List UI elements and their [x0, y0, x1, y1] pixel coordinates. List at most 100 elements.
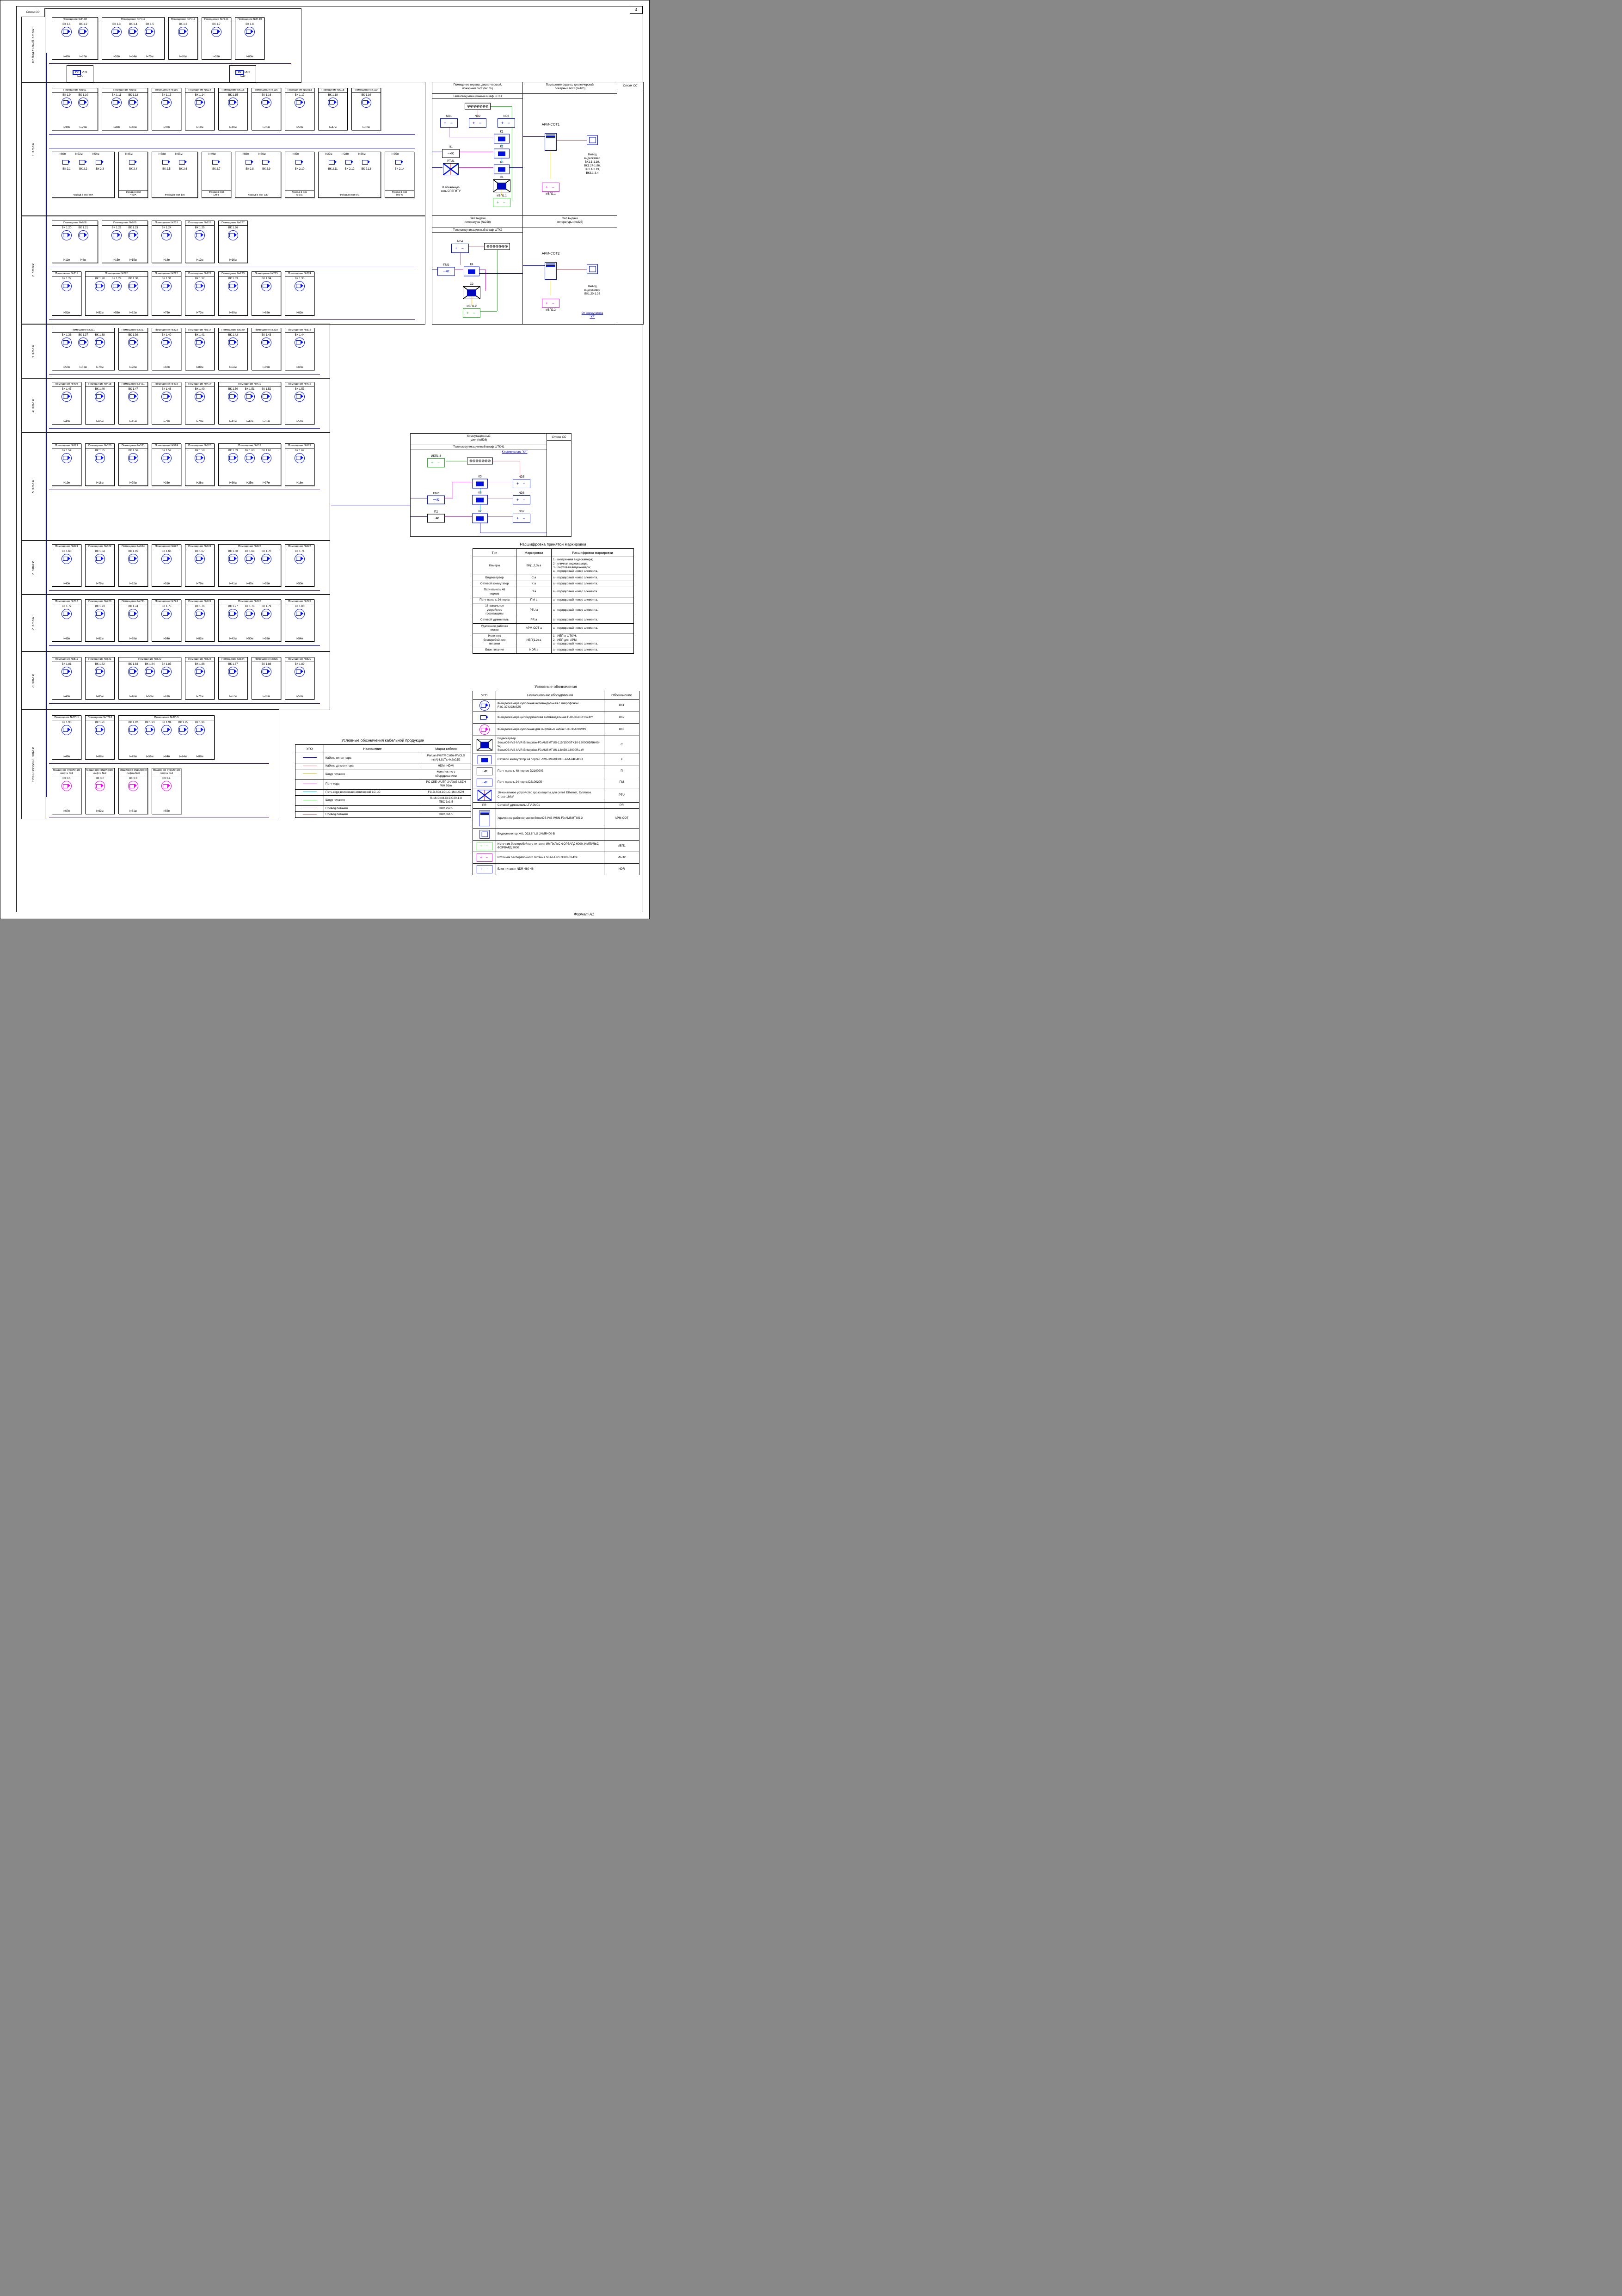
device-label: PTU1 — [447, 160, 455, 163]
device-label: К3 — [500, 160, 504, 164]
camera-length: l=61м — [80, 366, 87, 369]
camera-icon — [61, 724, 72, 735]
camera-icon — [261, 337, 271, 348]
floor-label: 5 этаж — [22, 432, 45, 540]
room-cameras: ВК 1.91 l=88м — [86, 720, 114, 759]
camera-icon — [228, 391, 238, 402]
camera-id: ВК 1.20 — [61, 226, 72, 229]
camera-id: ВК 1.2 — [79, 23, 87, 26]
camera-id: ВК 1.3 — [112, 23, 121, 26]
format-label: Формат А1 — [574, 912, 594, 916]
device: К2 — [494, 145, 510, 159]
ups-icon: + − — [542, 183, 559, 192]
camera-id: ВК 2.14 — [394, 168, 405, 171]
cable-swatch-cell — [295, 753, 324, 764]
camera-length: l=8м — [80, 259, 86, 262]
camera-output-note: Вывод видеокамер ВК1.1-1.19, ВК1.27-1.96… — [584, 153, 601, 175]
camera-icon — [78, 97, 88, 108]
camera-id: ВК 2.12 — [344, 168, 355, 171]
table-cell: а - порядковый номер элемента. — [551, 596, 634, 604]
legend-icon-cell — [473, 828, 496, 841]
camera-length: l=71м — [196, 695, 203, 698]
power-supply-icon: + − — [513, 514, 530, 523]
panel-wire — [556, 140, 587, 141]
equipment-name: IP-видеокамера купольная антивандальная … — [496, 699, 604, 712]
camera-length: l=88м — [96, 755, 104, 758]
camera-id: ВК 2.6 — [179, 168, 187, 171]
monitor-icon — [587, 135, 598, 145]
camera-icon — [78, 26, 88, 37]
pr-icon: PR — [73, 70, 81, 75]
camera-id: ВК 1.31 — [161, 277, 172, 280]
camera-icon — [128, 281, 138, 291]
camera-icon — [261, 666, 271, 677]
panel-wire — [490, 106, 512, 107]
switch-icon — [474, 755, 494, 765]
camera-id: ВК 1.4 — [129, 23, 137, 26]
camera-id: ВК 2.5 — [162, 168, 171, 171]
panel-wire — [523, 265, 545, 266]
device: ⊗⊗⊗⊗⊗⊗⊗ — [484, 243, 510, 250]
camera-icon — [245, 608, 255, 619]
camera-icon — [195, 391, 205, 402]
cable-mark: ParLan F/UTP Cat5e PVCLS нг(А)-LSLTx 4x2… — [421, 753, 471, 764]
equipment-name: Удаленное рабочее место SecurOS-IVS-WSN-… — [496, 808, 604, 829]
cable-mark: Комплектно с оборудованием — [421, 769, 471, 780]
camera-length: l=55м — [63, 366, 70, 369]
camera-icon — [78, 337, 88, 348]
device: П1−≪ — [442, 146, 460, 158]
camera-icon — [128, 337, 138, 348]
room-name: Помещение №222 — [185, 272, 214, 276]
camera-icon — [161, 608, 172, 619]
camera-icon — [195, 724, 205, 735]
workstation-icon — [545, 133, 557, 151]
camera-icon — [95, 453, 105, 463]
room-name: Помещение №118 — [319, 88, 347, 93]
pr-icon: PR — [235, 70, 244, 75]
camera-icon — [128, 26, 138, 37]
camera-id: ВК 1.9 — [62, 93, 71, 97]
camera-id: ВК 1.91 — [95, 721, 105, 724]
room-name: Помещение №323 — [152, 328, 181, 333]
camera-length: l=79м — [163, 420, 170, 423]
table-cell: PR а — [516, 617, 552, 624]
camera-id: ВК 2.7 — [212, 168, 221, 171]
camera-length: l=33м — [163, 482, 170, 485]
column-header: Обозначение — [604, 690, 639, 700]
room-name: Машинное отделение лифта №4 — [152, 768, 181, 776]
panel-wire — [459, 167, 493, 168]
camera-id: ВК 1.71 — [295, 550, 305, 553]
camera-length: l=18м — [96, 482, 104, 485]
panel-room-header: Помещение охраны, диспетчерской, пожарны… — [432, 82, 523, 94]
camera-length: l=56м — [146, 755, 154, 758]
